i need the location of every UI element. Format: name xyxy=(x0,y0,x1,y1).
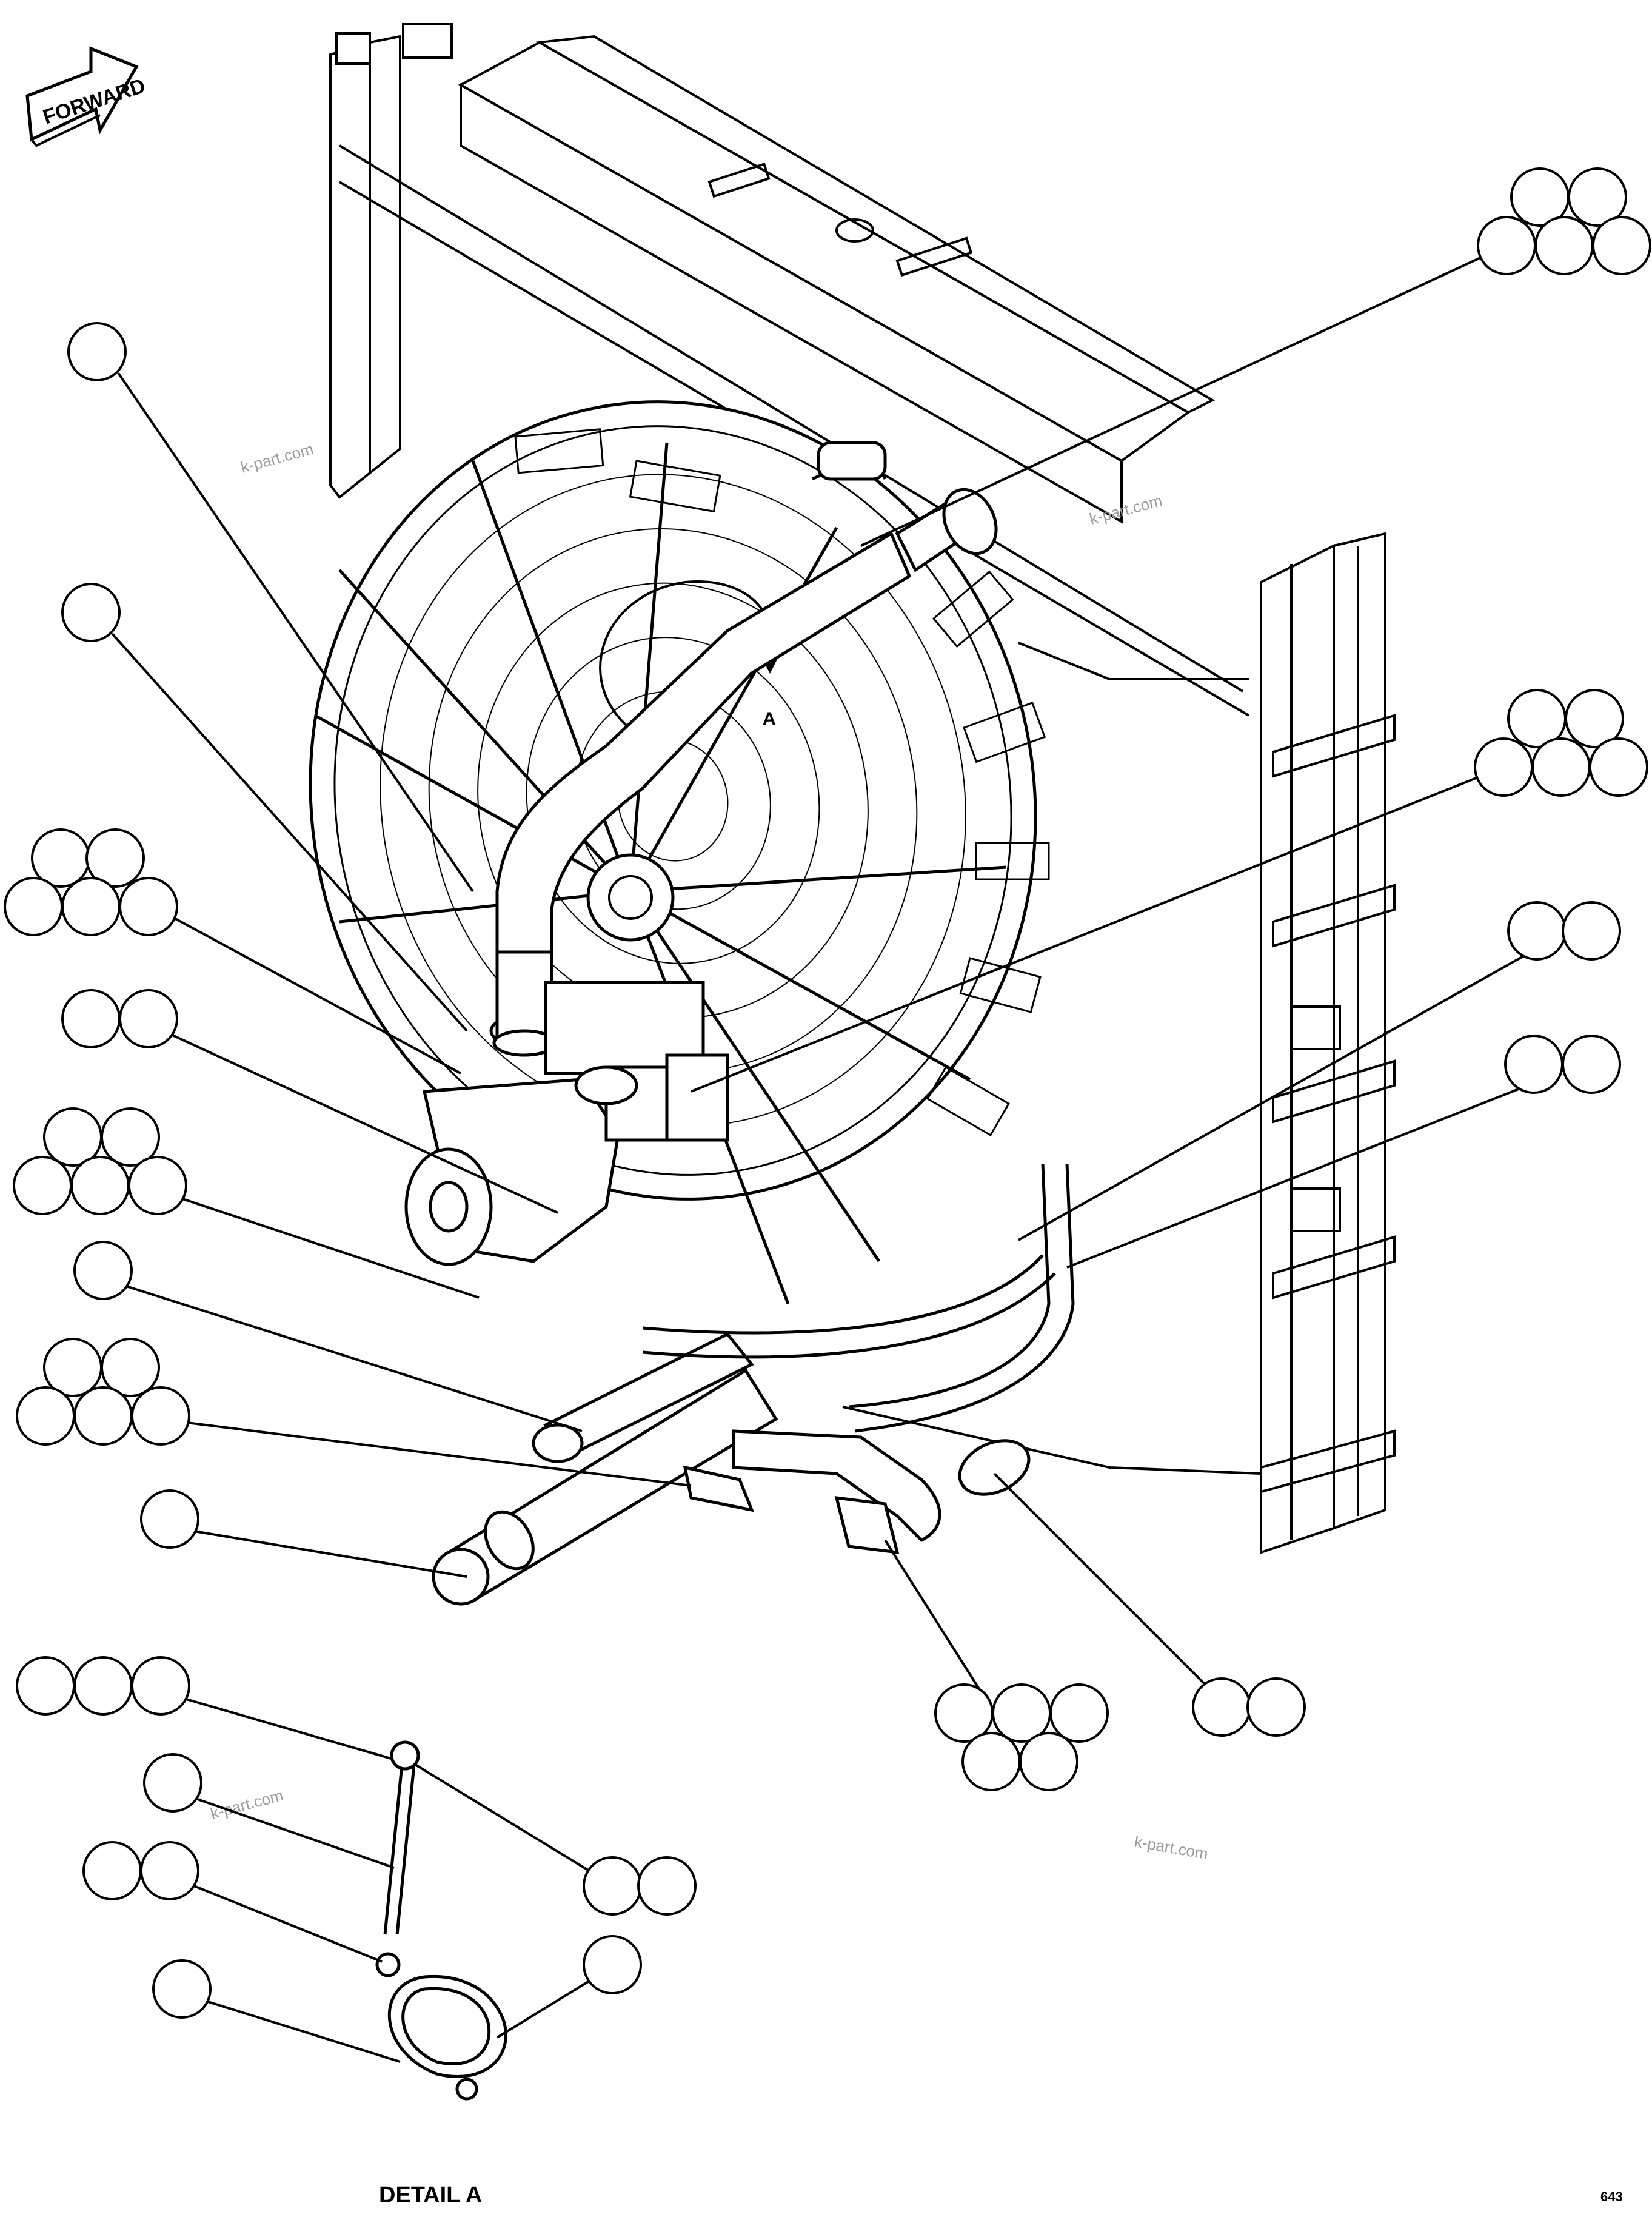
callout-leader-line xyxy=(691,766,1504,1093)
callout-balloon xyxy=(1592,216,1651,275)
callout-leader-line xyxy=(178,1196,480,1299)
callout-balloon xyxy=(61,877,121,936)
callout-leader-line xyxy=(496,1979,592,2039)
detail-reference-letter: A xyxy=(763,709,776,729)
callout-balloon xyxy=(73,1241,133,1300)
detail-label: DETAIL A xyxy=(379,2182,482,2208)
callout-group-right-hose-lower xyxy=(1066,1035,1621,1269)
callout-balloon xyxy=(131,1656,190,1716)
callout-group-left-pipe-clamp xyxy=(73,1241,583,1432)
detail-a-assembly xyxy=(375,1740,507,2101)
callout-balloon xyxy=(583,1935,642,1994)
callout-balloon xyxy=(140,1841,199,1900)
callout-balloon xyxy=(131,1386,190,1446)
callout-balloon xyxy=(67,322,127,381)
callout-balloon xyxy=(1568,167,1627,227)
callout-leader-line xyxy=(181,1697,392,1760)
callout-leader-line xyxy=(860,244,1507,547)
radiator-frame xyxy=(329,23,1396,1554)
callout-leader-line xyxy=(1018,951,1531,1241)
callout-group-left-bracket xyxy=(4,828,461,1075)
callout-balloon xyxy=(1534,216,1594,275)
callout-group-left-pipe-bracket xyxy=(16,1338,692,1487)
callout-balloon xyxy=(1049,1683,1109,1743)
upper-air-tube xyxy=(489,441,998,1057)
callout-balloon xyxy=(119,989,178,1048)
forward-arrow-icon: FORWARD xyxy=(25,46,148,147)
callout-balloon xyxy=(85,828,145,888)
callout-leader-line xyxy=(124,1284,583,1432)
callout-balloon xyxy=(73,1656,133,1716)
callout-leader-line xyxy=(193,1885,383,1963)
callout-leader-line xyxy=(193,1530,467,1578)
callout-balloon xyxy=(583,1856,642,1916)
callout-balloon xyxy=(1504,1035,1563,1094)
callout-group-fan-guard-left xyxy=(61,583,468,1032)
callout-balloon xyxy=(1477,216,1536,275)
callout-balloon xyxy=(1507,901,1567,961)
callout-group-left-hub xyxy=(61,989,558,1214)
callout-leader-line xyxy=(414,1763,595,1875)
callout-balloon xyxy=(1531,737,1591,797)
callout-balloon xyxy=(101,1107,160,1167)
callout-leader-line xyxy=(884,1539,980,1690)
callout-group-upper-right xyxy=(860,167,1651,547)
callout-group-detail-clamp-right xyxy=(496,1935,642,2039)
callout-leader-line xyxy=(111,632,468,1032)
callout-group-detail-rod xyxy=(143,1753,395,1869)
callout-balloon xyxy=(1246,1677,1306,1737)
callout-balloon xyxy=(61,583,121,642)
callout-balloon xyxy=(119,877,178,936)
callout-group-detail-bolt xyxy=(82,1841,383,1963)
callout-balloon xyxy=(16,1656,75,1716)
callout-leader-line xyxy=(993,1472,1208,1687)
callout-group-detail-nut xyxy=(414,1763,697,1916)
fan-guard xyxy=(309,400,1050,1304)
callout-balloon xyxy=(961,1732,1021,1791)
callout-balloon xyxy=(1565,689,1624,748)
callout-group-left-lower-bracket xyxy=(13,1107,480,1299)
callout-balloon xyxy=(1562,901,1621,961)
callout-group-lower-bracket xyxy=(884,1539,1109,1791)
callout-balloon xyxy=(637,1856,697,1916)
callout-leader-line xyxy=(169,914,461,1075)
callout-balloon xyxy=(1562,1035,1621,1094)
callout-balloon xyxy=(1474,737,1533,797)
callout-leader-line xyxy=(193,1797,395,1869)
callout-group-detail-clamp-left xyxy=(152,1959,401,2063)
fan-drive-assembly xyxy=(404,981,729,1266)
callout-leader-line xyxy=(181,1421,692,1487)
callout-leader-line xyxy=(117,372,474,893)
callout-balloon xyxy=(101,1338,160,1397)
callout-balloon xyxy=(143,1753,202,1813)
callout-group-right-hose-upper xyxy=(1018,901,1621,1241)
callout-balloon xyxy=(4,877,63,936)
watermark-lower-right: k-part.com xyxy=(1133,1832,1209,1863)
watermark-upper: k-part.com xyxy=(239,440,315,477)
callout-balloon xyxy=(82,1841,142,1900)
callout-balloons xyxy=(4,167,1651,2063)
sheet-code: 643 xyxy=(1600,2189,1623,2204)
callout-balloon xyxy=(152,1959,212,2019)
callout-group-right-middle xyxy=(691,689,1648,1093)
callout-leader-line xyxy=(169,1033,558,1214)
callout-group-lower-tube xyxy=(140,1489,467,1578)
lower-pipes xyxy=(432,1164,1075,1606)
callout-balloon xyxy=(70,1156,130,1215)
callout-balloon xyxy=(61,989,121,1048)
callout-leader-line xyxy=(1066,1084,1528,1269)
callout-balloon xyxy=(1589,737,1648,797)
callout-balloon xyxy=(13,1156,72,1215)
callout-group-lower-hose-clamp xyxy=(993,1472,1306,1737)
callout-balloon xyxy=(140,1489,199,1549)
callout-balloon xyxy=(1192,1677,1251,1737)
callout-group-detail-rod-top xyxy=(16,1656,392,1760)
callout-balloon xyxy=(1019,1732,1078,1791)
callout-leader-line xyxy=(206,2000,401,2063)
callout-balloon xyxy=(73,1386,133,1446)
callout-balloon xyxy=(128,1156,187,1215)
callout-balloon xyxy=(16,1386,75,1446)
callout-group-fan-guard-top xyxy=(67,322,474,893)
